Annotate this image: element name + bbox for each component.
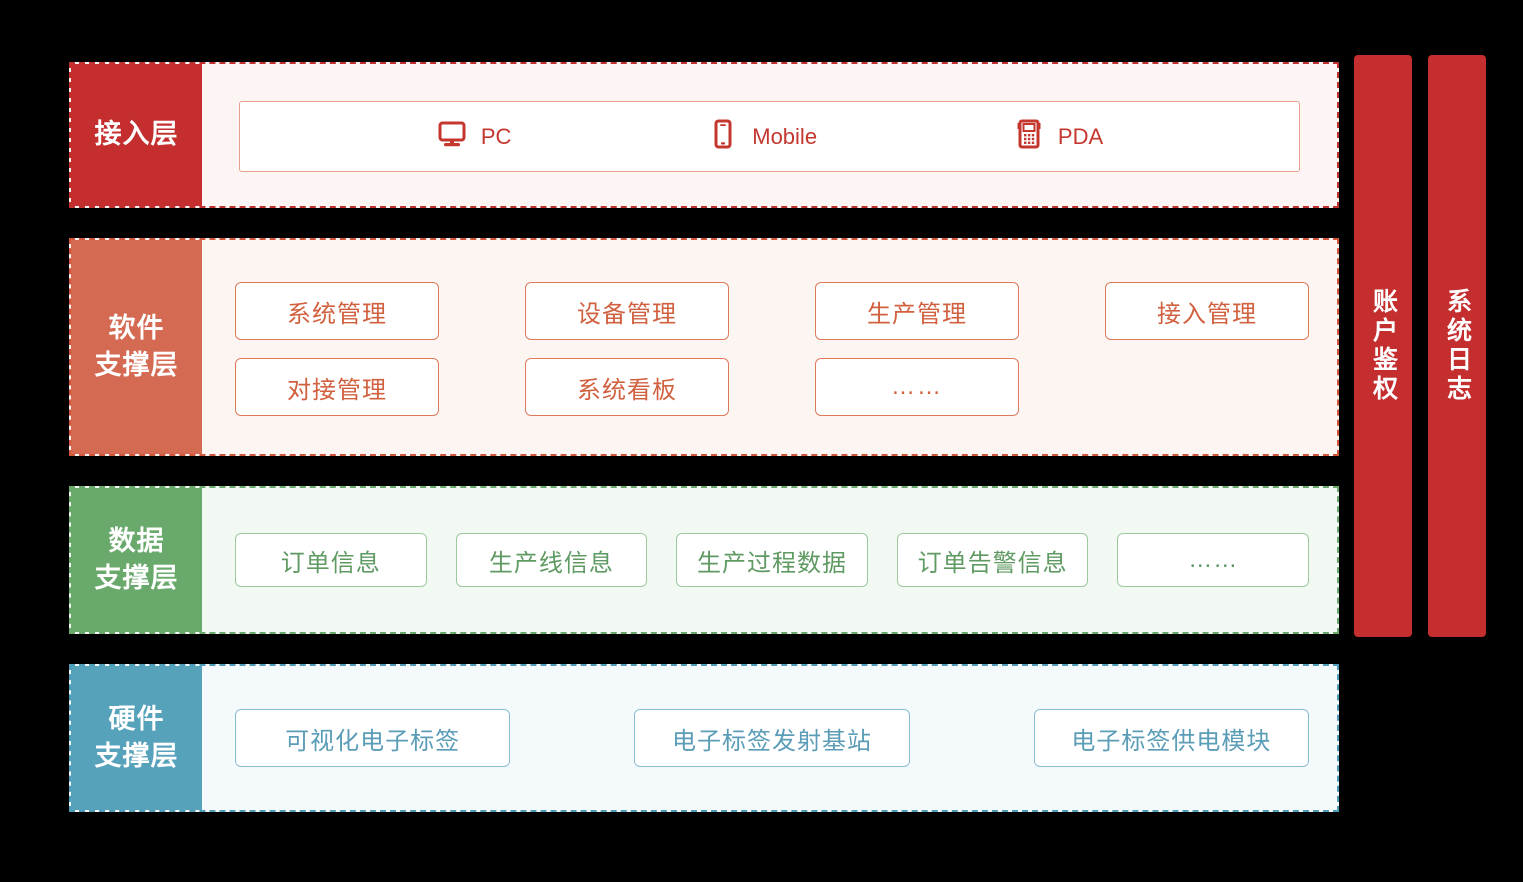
data-item-grid: 订单信息 生产线信息 生产过程数据 订单告警信息 …… xyxy=(235,533,1309,587)
pda-icon xyxy=(1013,118,1045,156)
data-item-box[interactable]: 订单告警信息 xyxy=(896,533,1089,587)
layer-data-label-line1: 数据 xyxy=(108,525,165,556)
hardware-item-box[interactable]: 电子标签发射基站 xyxy=(634,709,910,767)
device-item-mobile[interactable]: Mobile xyxy=(707,118,817,156)
hardware-item-box[interactable]: 电子标签供电模块 xyxy=(1033,709,1309,767)
layer-data-label-line2: 支撑层 xyxy=(94,563,179,593)
layer-data-label-text: 数据 支撑层 xyxy=(95,523,179,598)
access-device-bar: PC Mobile xyxy=(239,101,1300,172)
data-item-box[interactable]: 订单信息 xyxy=(235,533,427,587)
device-label-pc: PC xyxy=(480,123,512,149)
layer-software-label-line2: 支撑层 xyxy=(94,350,179,380)
layer-software-label-text: 软件 支撑层 xyxy=(95,310,179,385)
data-item-box[interactable]: 生产线信息 xyxy=(455,533,648,587)
software-module-box[interactable]: 系统管理 xyxy=(235,282,439,340)
device-label-mobile: Mobile xyxy=(752,123,818,149)
side-bar-account-auth-label: 账户鉴权 xyxy=(1369,288,1398,404)
software-module-box-placeholder xyxy=(1105,358,1309,416)
layer-data-body: 订单信息 生产线信息 生产过程数据 订单告警信息 …… xyxy=(202,488,1337,632)
layer-data: 数据 支撑层 订单信息 生产线信息 生产过程数据 订单告警信息 …… xyxy=(69,486,1339,634)
software-module-box[interactable]: 生产管理 xyxy=(815,282,1019,340)
device-item-pc[interactable]: PC xyxy=(436,118,512,156)
side-bar-system-log[interactable]: 系统日志 xyxy=(1428,55,1486,637)
layer-hardware-label-text: 硬件 支撑层 xyxy=(95,701,179,776)
layer-hardware-label-line2: 支撑层 xyxy=(94,741,179,771)
software-module-box[interactable]: 对接管理 xyxy=(235,358,439,416)
side-bar-account-auth[interactable]: 账户鉴权 xyxy=(1354,55,1412,637)
layer-hardware-label-line1: 硬件 xyxy=(108,703,165,734)
software-module-box[interactable]: 系统看板 xyxy=(525,358,729,416)
hardware-item-box[interactable]: 可视化电子标签 xyxy=(235,709,511,767)
layer-software-label-line1: 软件 xyxy=(108,312,165,343)
data-item-box-more[interactable]: …… xyxy=(1117,533,1309,587)
device-label-pda: PDA xyxy=(1057,123,1104,149)
layer-hardware-label: 硬件 支撑层 xyxy=(71,666,202,810)
layer-access-body: PC Mobile xyxy=(202,64,1337,206)
layer-access-label-text: 接入层 xyxy=(94,119,179,150)
software-module-box-more[interactable]: …… xyxy=(815,358,1019,416)
hardware-item-grid: 可视化电子标签 电子标签发射基站 电子标签供电模块 xyxy=(235,709,1309,767)
layer-access: 接入层 PC xyxy=(69,62,1339,208)
monitor-icon xyxy=(436,118,468,156)
software-module-box[interactable]: 接入管理 xyxy=(1105,282,1309,340)
layer-hardware-body: 可视化电子标签 电子标签发射基站 电子标签供电模块 xyxy=(202,666,1337,810)
layer-software-body: 系统管理 设备管理 生产管理 接入管理 对接管理 系统看板 …… xyxy=(202,240,1337,454)
layer-hardware: 硬件 支撑层 可视化电子标签 电子标签发射基站 电子标签供电模块 xyxy=(69,664,1339,812)
layer-data-label: 数据 支撑层 xyxy=(71,488,202,632)
side-bar-system-log-label: 系统日志 xyxy=(1443,288,1472,404)
software-module-grid: 系统管理 设备管理 生产管理 接入管理 对接管理 系统看板 …… xyxy=(235,282,1309,416)
layer-software-label: 软件 支撑层 xyxy=(71,240,202,454)
software-module-box[interactable]: 设备管理 xyxy=(525,282,729,340)
data-item-box[interactable]: 生产过程数据 xyxy=(676,533,868,587)
layer-software: 软件 支撑层 系统管理 设备管理 生产管理 接入管理 对接管理 系统看板 …… xyxy=(69,238,1339,456)
smartphone-icon xyxy=(707,118,739,156)
device-item-pda[interactable]: PDA xyxy=(1013,118,1103,156)
layer-access-label: 接入层 xyxy=(71,64,202,206)
